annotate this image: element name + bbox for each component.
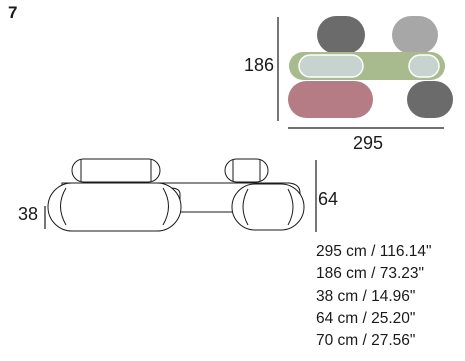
width-label: 295 — [353, 133, 384, 153]
depth-label: 186 — [244, 55, 275, 75]
spec-extra: 70 cm / 27.56" — [316, 332, 416, 350]
spec-width: 295 cm / 116.14" — [316, 243, 432, 260]
seat-contour-left — [60, 187, 67, 226]
backrest-cushion-dark-top — [317, 16, 365, 54]
seat-contour-right-2 — [287, 188, 294, 226]
spec-height: 64 cm / 25.20" — [316, 309, 416, 327]
backrest-cushion-right — [224, 158, 269, 183]
seat-module-right — [231, 183, 305, 231]
backrest-cushion-light — [392, 16, 438, 54]
top-view — [277, 16, 453, 129]
seat-height-label: 38 — [18, 204, 39, 224]
spec-seat-height: 38 cm / 14.96" — [316, 287, 416, 305]
dimension-specs: 295 cm / 116.14" 186 cm / 73.23" 38 cm /… — [316, 241, 432, 352]
seat-cushion-dark — [407, 81, 453, 118]
seat-module-left — [47, 182, 182, 232]
armrest-cushion-right — [408, 54, 440, 78]
seat-contour-right — [162, 187, 169, 226]
spec-depth: 186 cm / 73.23" — [316, 265, 425, 283]
height-label: 64 — [318, 189, 339, 209]
configuration-number: 7 — [8, 3, 18, 22]
front-view — [44, 158, 317, 232]
seat-cushion-rose — [288, 81, 373, 118]
seat-contour-left-2 — [242, 188, 249, 226]
armrest-cushion-left — [298, 54, 364, 78]
backrest-cushion-left — [71, 158, 161, 183]
